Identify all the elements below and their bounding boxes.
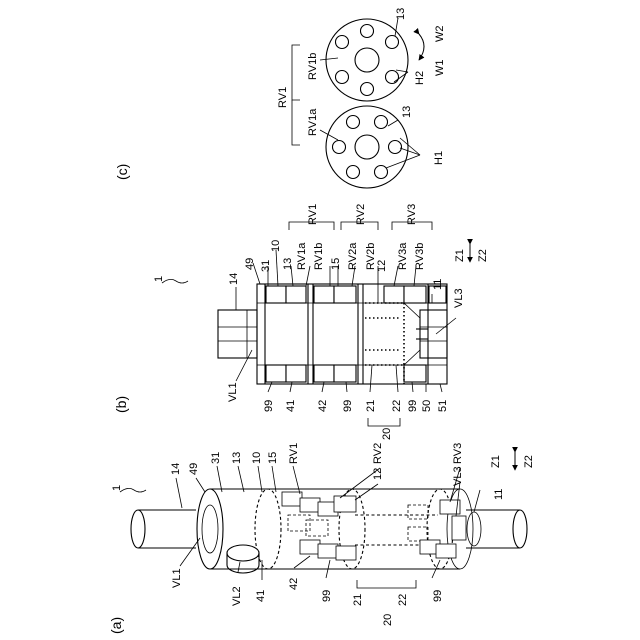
label-99-a-2: 99 bbox=[432, 590, 444, 602]
label-14-b: 14 bbox=[228, 273, 240, 285]
label-1-b: 1 bbox=[153, 276, 165, 282]
label-42-a: 42 bbox=[288, 578, 300, 590]
label-rv3b-b: RV3b bbox=[414, 243, 426, 270]
label-rv1-c: RV1 bbox=[277, 87, 289, 108]
label-42-b: 42 bbox=[317, 400, 329, 412]
panel-c-drawing bbox=[292, 18, 424, 188]
label-h1-c: H1 bbox=[433, 151, 445, 165]
label-22-a: 22 bbox=[397, 594, 409, 606]
label-12-a: 12 bbox=[372, 468, 384, 480]
label-99-b-1: 99 bbox=[263, 400, 275, 412]
label-21-b: 21 bbox=[365, 400, 377, 412]
label-15-a: 15 bbox=[267, 452, 279, 464]
label-13-c-2: 13 bbox=[401, 106, 413, 118]
label-49-a: 49 bbox=[188, 463, 200, 475]
label-10-b: 10 bbox=[270, 240, 282, 252]
label-rv2a-b: RV2a bbox=[347, 242, 359, 270]
label-z1-a: Z1 bbox=[490, 455, 502, 468]
label-20-a: 20 bbox=[382, 614, 394, 626]
label-rv1-b: RV1 bbox=[307, 204, 319, 225]
label-15-b: 15 bbox=[330, 258, 342, 270]
label-rv1a-b: RV1a bbox=[296, 242, 308, 270]
label-11-b: 11 bbox=[432, 279, 444, 290]
label-rv1a-c: RV1a bbox=[307, 108, 319, 136]
label-1-a: 1 bbox=[111, 485, 123, 491]
label-14-a: 14 bbox=[170, 463, 182, 475]
panel-a-label: (a) bbox=[108, 617, 124, 634]
label-z1-b: Z1 bbox=[454, 249, 466, 262]
label-31-b: 31 bbox=[260, 260, 272, 272]
label-10-a: 10 bbox=[251, 452, 263, 464]
label-w2-c: W2 bbox=[434, 26, 446, 43]
label-51-b: 51 bbox=[437, 400, 449, 412]
label-rv1b-b: RV1b bbox=[313, 243, 325, 270]
label-rv1b-c: RV1b bbox=[307, 53, 319, 80]
label-rv1-a: RV1 bbox=[288, 443, 300, 464]
label-vl1-b: VL1 bbox=[227, 382, 239, 402]
label-rv2-a: RV2 bbox=[372, 443, 384, 464]
label-13-c-1: 13 bbox=[395, 8, 407, 20]
panel-b-label: (b) bbox=[113, 396, 129, 413]
label-w1-c: W1 bbox=[434, 60, 446, 77]
label-41-a: 41 bbox=[255, 590, 267, 602]
label-11-a: 11 bbox=[493, 489, 505, 500]
label-13-b: 13 bbox=[282, 258, 294, 270]
label-49-b: 49 bbox=[244, 258, 256, 270]
label-20-b: 20 bbox=[381, 428, 393, 440]
label-12-b: 12 bbox=[376, 260, 388, 272]
label-99-b-3: 99 bbox=[407, 400, 419, 412]
label-vl3-a: VL3 bbox=[452, 466, 464, 486]
label-rv3a-b: RV3a bbox=[397, 242, 409, 270]
label-99-a-1: 99 bbox=[321, 590, 333, 602]
label-22-b: 22 bbox=[391, 400, 403, 412]
label-vl2-a: VL2 bbox=[231, 586, 243, 606]
label-50-b: 50 bbox=[421, 400, 433, 412]
label-41-b: 41 bbox=[285, 400, 297, 412]
label-vl1-a: VL1 bbox=[171, 568, 183, 588]
panel-c-label: (c) bbox=[114, 164, 130, 180]
label-h2-c: H2 bbox=[414, 71, 426, 85]
label-z2-b: Z2 bbox=[477, 249, 489, 262]
label-vl3-b: VL3 bbox=[453, 288, 465, 308]
label-31-a: 31 bbox=[210, 452, 222, 464]
label-21-a: 21 bbox=[352, 594, 364, 606]
label-rv3-a: RV3 bbox=[452, 443, 464, 464]
label-z2-a: Z2 bbox=[523, 455, 535, 468]
label-13-a: 13 bbox=[231, 452, 243, 464]
label-rv3-b: RV3 bbox=[406, 204, 418, 225]
label-rv2-b: RV2 bbox=[355, 204, 367, 225]
label-99-b-2: 99 bbox=[342, 400, 354, 412]
